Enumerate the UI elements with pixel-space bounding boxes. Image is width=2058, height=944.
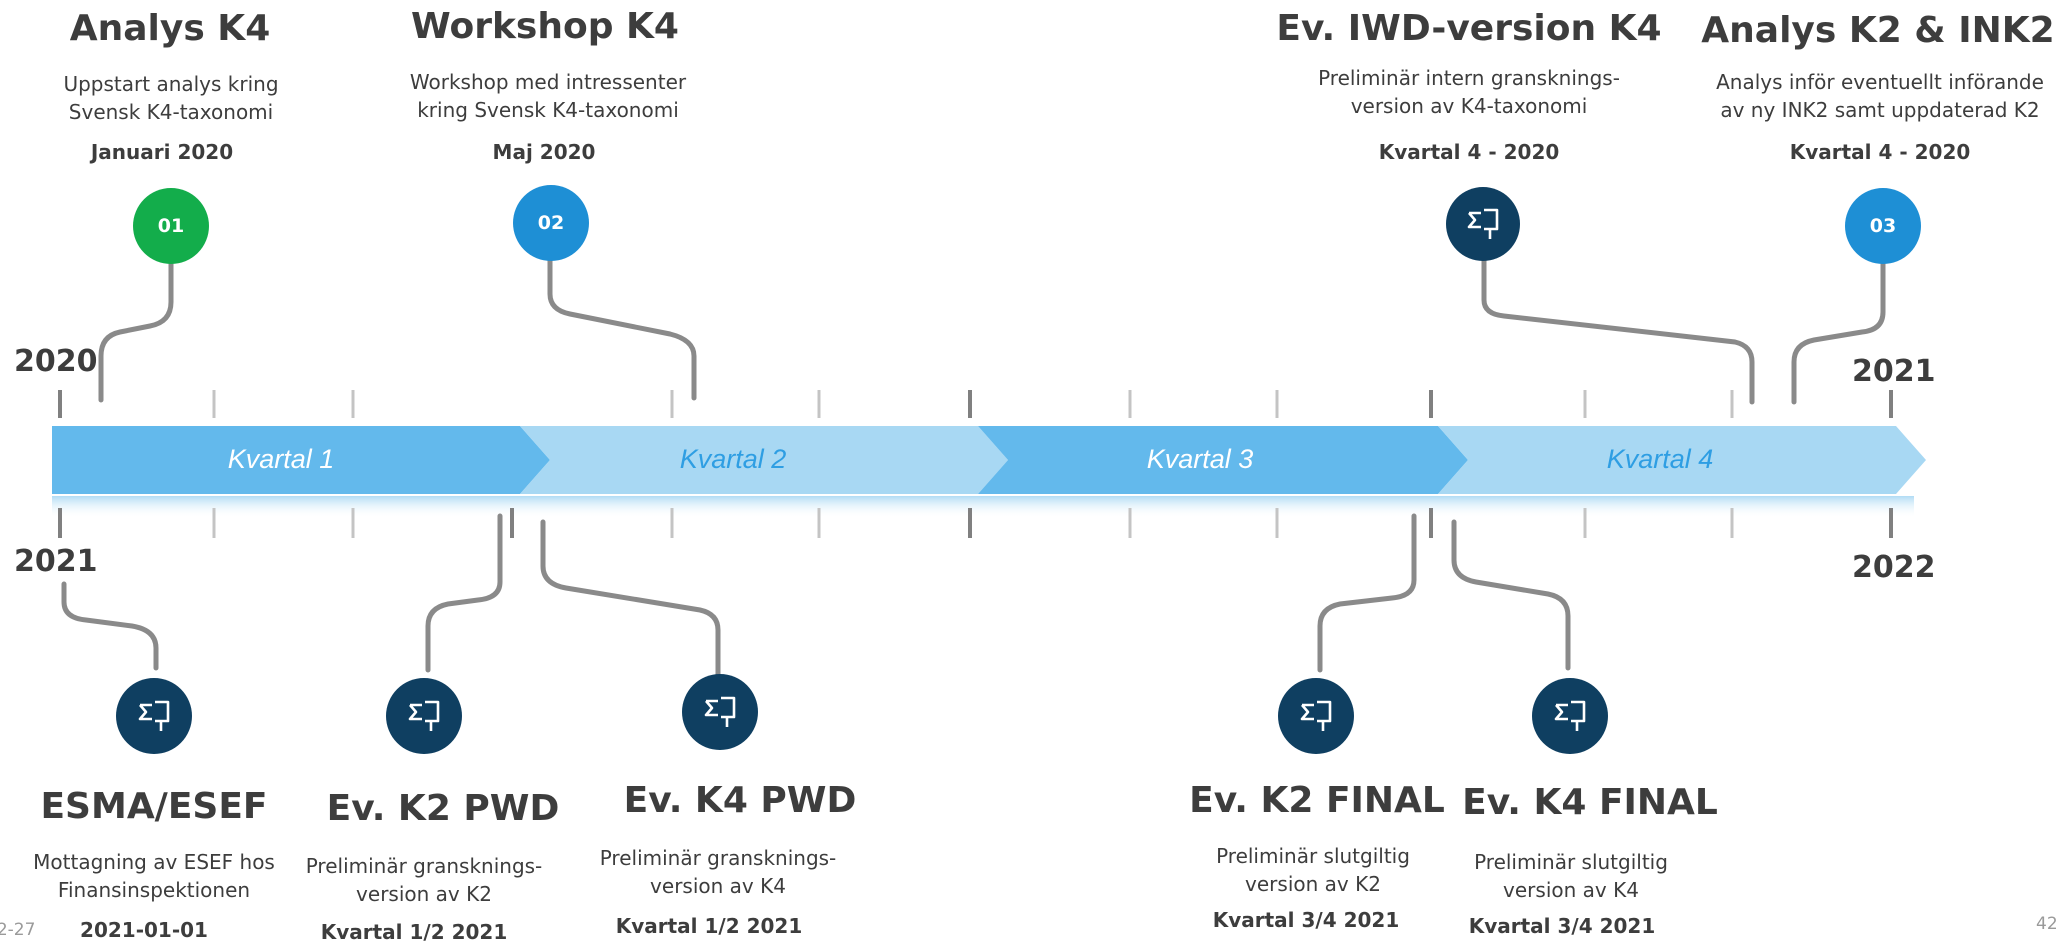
badge-number: 02 <box>537 212 565 234</box>
description-line: Uppstart analys kring <box>63 72 279 96</box>
footer-date: 02-27 <box>0 920 36 940</box>
description-line: Preliminär slutgiltig <box>1216 844 1410 868</box>
flag-icon <box>386 678 462 754</box>
badge-02: 02 <box>513 185 589 261</box>
badge-number: 01 <box>157 215 185 237</box>
quarter-2-label: Kvartal 2 <box>679 444 787 474</box>
milestone-title: Ev. K4 PWD <box>623 780 857 821</box>
milestone-date: Kvartal 1/2 2021 <box>615 914 803 938</box>
description-line: version av K4 <box>1503 878 1639 902</box>
milestone-description: Mottagning av ESEF hos Finansinspektione… <box>33 848 275 904</box>
connectors-bottom <box>61 513 1571 679</box>
description-line: Preliminär gransknings- <box>599 846 837 870</box>
badge-01: 01 <box>133 188 209 264</box>
major-ticks-top <box>58 390 1893 418</box>
description-line: version av K4-taxonomi <box>1350 94 1588 118</box>
description-line: Mottagning av ESEF hos <box>33 850 275 874</box>
quarter-3-label: Kvartal 3 <box>1146 444 1254 474</box>
milestone-title: Ev. IWD-version K4 <box>1276 8 1662 49</box>
connectors-top <box>98 255 1886 405</box>
milestone-title: Ev. K4 FINAL <box>1462 782 1718 823</box>
description-line: Preliminär gransknings- <box>305 854 543 878</box>
minor-ticks-top <box>212 390 1734 418</box>
milestone-date: Kvartal 3/4 2021 <box>1468 914 1656 938</box>
milestone-title: Analys K2 & INK2 <box>1701 10 2055 51</box>
milestone-description: Preliminär intern gransknings- version a… <box>1318 64 1620 120</box>
quarter-1-arrow <box>52 426 550 494</box>
milestone-date: Kvartal 3/4 2021 <box>1212 908 1400 932</box>
description-line: kring Svensk K4-taxonomi <box>417 98 679 122</box>
description-line: Workshop med intressenter <box>409 70 687 94</box>
description-line: Svensk K4-taxonomi <box>68 100 274 124</box>
page-number: 42 <box>2036 914 2058 934</box>
year-bottom-left: 2021 <box>14 544 98 579</box>
description-line: Analys inför eventuellt införande <box>1716 70 2044 94</box>
quarter-1-label: Kvartal 1 <box>227 444 335 474</box>
milestone-title: ESMA/ESEF <box>40 786 268 827</box>
milestone-description: Preliminär slutgiltig version av K2 <box>1216 842 1410 898</box>
quarter-3-arrow <box>978 426 1468 494</box>
flag-icon <box>116 678 192 754</box>
flag-icon <box>1532 678 1608 754</box>
major-ticks-bottom <box>58 508 1893 538</box>
milestone-date: Kvartal 4 - 2020 <box>1789 140 1971 164</box>
year-top-right: 2021 <box>1852 354 1936 389</box>
quarter-4-label: Kvartal 4 <box>1606 444 1714 474</box>
milestone-title: Workshop K4 <box>411 6 679 47</box>
description-line: Finansinspektionen <box>57 878 251 902</box>
description-line: version av K4 <box>650 874 786 898</box>
milestone-description: Analys inför eventuellt införande av ny … <box>1716 68 2044 124</box>
description-line: Preliminär intern gransknings- <box>1318 66 1620 90</box>
milestone-date: Maj 2020 <box>492 140 596 164</box>
minor-ticks-bottom <box>212 508 1734 538</box>
year-top-left: 2020 <box>14 344 98 379</box>
milestone-date: Januari 2020 <box>90 140 234 164</box>
milestone-description: Workshop med intressenter kring Svensk K… <box>410 68 686 124</box>
description-line: version av K2 <box>356 882 492 906</box>
quarter-2-arrow <box>520 426 1008 494</box>
milestone-description: Preliminär gransknings- version av K4 <box>600 844 837 900</box>
year-bottom-right: 2022 <box>1852 550 1936 585</box>
milestone-date: 2021-01-01 <box>80 918 208 942</box>
milestone-title: Ev. K2 PWD <box>326 788 560 829</box>
milestone-date: Kvartal 1/2 2021 <box>320 920 508 944</box>
flag-icon <box>682 674 758 750</box>
flag-icon <box>1446 187 1520 261</box>
milestone-date: Kvartal 4 - 2020 <box>1378 140 1560 164</box>
milestone-description: Preliminär gransknings- version av K2 <box>306 852 543 908</box>
description-line: av ny INK2 samt uppdaterad K2 <box>1720 98 2040 122</box>
badge-03: 03 <box>1845 188 1921 264</box>
flag-icon <box>1278 678 1354 754</box>
badge-number: 03 <box>1869 215 1897 237</box>
milestone-description: Uppstart analys kring Svensk K4-taxonomi <box>63 70 278 126</box>
description-line: Preliminär slutgiltig <box>1474 850 1668 874</box>
milestone-description: Preliminär slutgiltig version av K4 <box>1474 848 1668 904</box>
milestone-title: Analys K4 <box>69 8 271 49</box>
arrow-reflection <box>52 496 1914 518</box>
quarter-4-arrow <box>1438 426 1926 494</box>
description-line: version av K2 <box>1245 872 1381 896</box>
milestone-title: Ev. K2 FINAL <box>1189 780 1445 821</box>
